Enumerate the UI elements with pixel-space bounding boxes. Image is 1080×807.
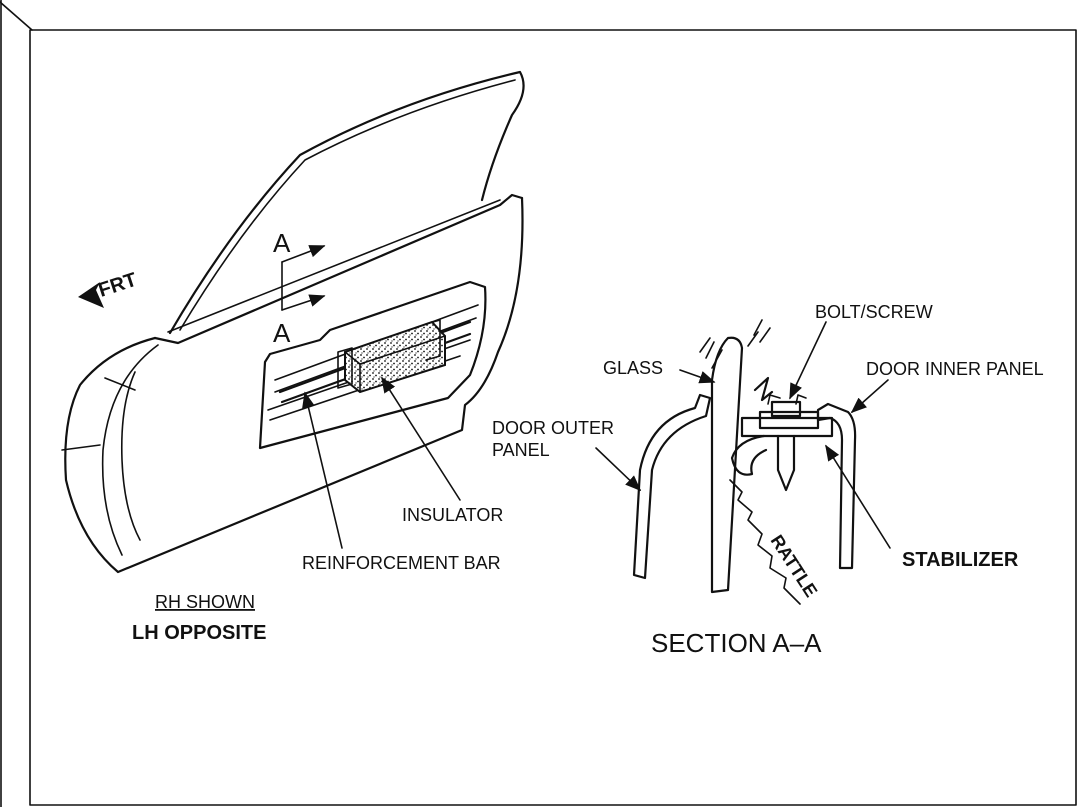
insulator-block bbox=[337, 319, 446, 394]
glass-label: GLASS bbox=[603, 358, 663, 378]
section-a-bottom-label: A bbox=[273, 318, 291, 348]
door-access-opening bbox=[258, 280, 487, 450]
reinforcement-bar-label: REINFORCEMENT BAR bbox=[302, 553, 501, 573]
door-outer-panel-label-line2: PANEL bbox=[492, 440, 550, 460]
front-arrow-icon bbox=[78, 282, 104, 308]
door-outer-panel-label-line1: DOOR OUTER bbox=[492, 418, 614, 438]
lh-opposite-label: LH OPPOSITE bbox=[132, 622, 266, 644]
door-belt-line bbox=[153, 193, 524, 345]
svg-text:FRT: FRT bbox=[96, 269, 140, 302]
door-outer-panel bbox=[632, 393, 712, 580]
section-a-top-label: A bbox=[273, 228, 291, 258]
door-illustration: FRT A A INSULATOR REINFORCEMENT BAR RH S… bbox=[61, 70, 525, 644]
rattle-indicator bbox=[729, 479, 801, 605]
glass-pane bbox=[710, 336, 744, 594]
door-outline bbox=[64, 196, 524, 574]
door-inner-panel-label: DOOR INNER PANEL bbox=[866, 359, 1044, 379]
rattle-label: RATTLE bbox=[767, 531, 822, 600]
rh-shown-label: RH SHOWN bbox=[155, 592, 255, 612]
stabilizer-assembly bbox=[730, 376, 834, 492]
section-title: SECTION A–A bbox=[651, 628, 822, 658]
insulator-label: INSULATOR bbox=[402, 505, 503, 525]
window-glass bbox=[168, 70, 525, 335]
stabilizer-label: STABILIZER bbox=[902, 549, 1019, 571]
section-a-a: RATTLE GLASS BOLT/SCREW DOOR INNER PANEL… bbox=[492, 302, 1044, 658]
bolt-screw-label: BOLT/SCREW bbox=[815, 302, 933, 322]
door-inner-panel bbox=[816, 402, 857, 570]
